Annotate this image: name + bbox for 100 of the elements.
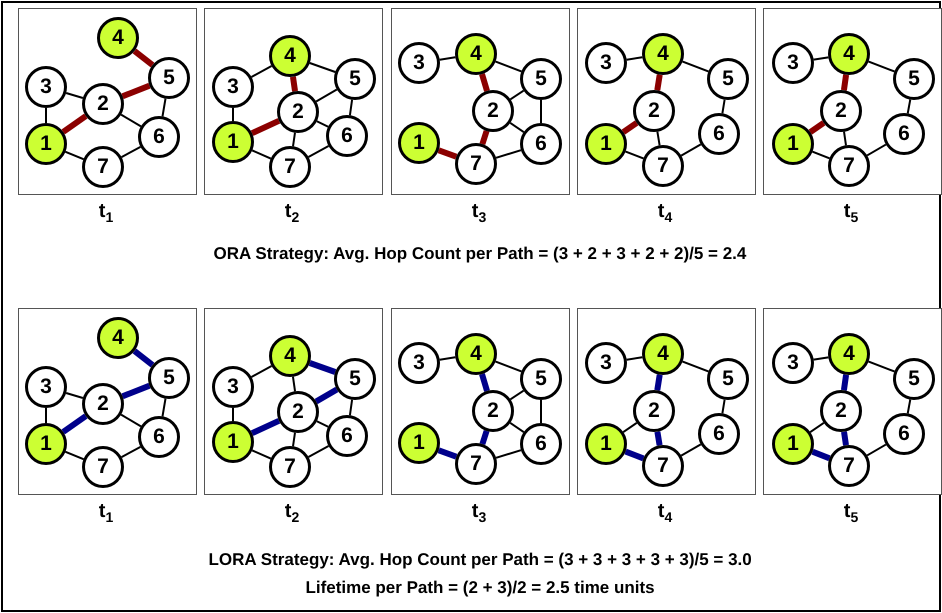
link-line	[120, 414, 142, 428]
time-step-label: t$_{1}$	[98, 200, 114, 225]
network-node: 4	[642, 33, 684, 75]
path-link	[622, 120, 638, 135]
network-node: 6	[326, 115, 368, 157]
link-line	[866, 144, 886, 156]
network-node: 4	[828, 33, 870, 75]
network-node: 7	[455, 443, 497, 485]
link-line	[510, 390, 524, 400]
network-node: 1	[585, 423, 627, 465]
path-link	[61, 414, 88, 434]
network-node: 3	[585, 42, 627, 84]
network-node: 6	[520, 423, 562, 465]
link-line	[510, 122, 524, 133]
network-node: 3	[25, 66, 67, 108]
link-line	[868, 60, 895, 72]
link-line	[906, 99, 912, 114]
link-line	[308, 445, 330, 458]
network-node: 5	[707, 58, 749, 100]
link-line	[626, 356, 642, 361]
network-node: 7	[642, 145, 684, 187]
network-node: 5	[893, 358, 935, 400]
network-node: 7	[828, 145, 870, 187]
network-node: 3	[212, 66, 254, 108]
network-node: 1	[398, 122, 440, 164]
link-line	[316, 88, 338, 102]
network-node: 3	[398, 42, 440, 84]
link-line	[680, 444, 702, 456]
network-node: 5	[707, 358, 749, 400]
link-line	[866, 444, 886, 456]
path-link	[121, 382, 151, 400]
network-node: 2	[820, 390, 862, 432]
link-line	[843, 132, 847, 146]
network-node: 6	[138, 116, 180, 158]
path-link	[438, 447, 458, 460]
network-node: 4	[455, 33, 497, 75]
path-link	[132, 48, 154, 68]
network-node: 6	[326, 415, 368, 457]
link-line	[496, 149, 522, 159]
link-line	[868, 360, 895, 372]
network-node: 2	[472, 90, 514, 132]
graph-panel	[577, 8, 756, 195]
link-line	[680, 144, 702, 156]
path-link	[808, 120, 826, 135]
link-line	[250, 65, 272, 78]
link-line	[814, 56, 828, 61]
network-node: 5	[520, 358, 562, 400]
network-node: 3	[398, 342, 440, 384]
graph-panel	[18, 308, 197, 495]
time-step-label: t$_{5}$	[842, 200, 860, 225]
network-node: 4	[97, 17, 139, 59]
time-step-label: t$_{3}$	[470, 200, 488, 225]
path-link	[250, 418, 280, 436]
network-node: 7	[82, 446, 124, 488]
link-line	[252, 450, 272, 460]
link-line	[814, 356, 828, 361]
path-link	[654, 374, 663, 391]
network-node: 1	[585, 123, 627, 165]
network-node: 4	[97, 317, 139, 359]
network-node: 5	[334, 358, 376, 400]
link-line	[812, 150, 830, 160]
network-node: 1	[772, 123, 814, 165]
link-line	[316, 120, 329, 128]
network-node: 7	[828, 445, 870, 487]
path-link	[479, 373, 490, 392]
link-line	[906, 399, 912, 414]
network-node: 3	[212, 366, 254, 408]
path-link	[624, 448, 644, 462]
network-node: 2	[472, 390, 514, 432]
network-node: 4	[828, 333, 870, 375]
network-node: 2	[277, 91, 319, 133]
network-node: 5	[520, 58, 562, 100]
link-line	[162, 98, 166, 116]
link-line	[120, 114, 142, 128]
time-step-label: t$_{1}$	[98, 500, 114, 525]
link-line	[45, 408, 47, 423]
link-line	[121, 446, 141, 458]
path-link	[480, 130, 490, 145]
graph-panel	[204, 8, 383, 195]
network-node: 2	[82, 83, 124, 125]
network-node: 2	[633, 90, 675, 132]
graph-panel	[204, 308, 383, 495]
link-line	[540, 100, 542, 123]
link-line	[316, 420, 329, 428]
link-line	[121, 146, 141, 158]
network-node: 7	[455, 143, 497, 185]
network-node: 6	[138, 416, 180, 458]
link-line	[721, 400, 726, 414]
network-node: 7	[642, 445, 684, 487]
link-line	[66, 392, 84, 399]
link-line	[250, 365, 272, 378]
link-line	[348, 100, 354, 116]
graph-panel	[18, 8, 197, 195]
link-line	[656, 132, 661, 146]
link-line	[540, 400, 542, 423]
link-line	[440, 56, 456, 61]
link-line	[721, 100, 726, 114]
link-line	[45, 108, 47, 123]
link-line	[65, 450, 84, 460]
path-link	[250, 118, 280, 136]
